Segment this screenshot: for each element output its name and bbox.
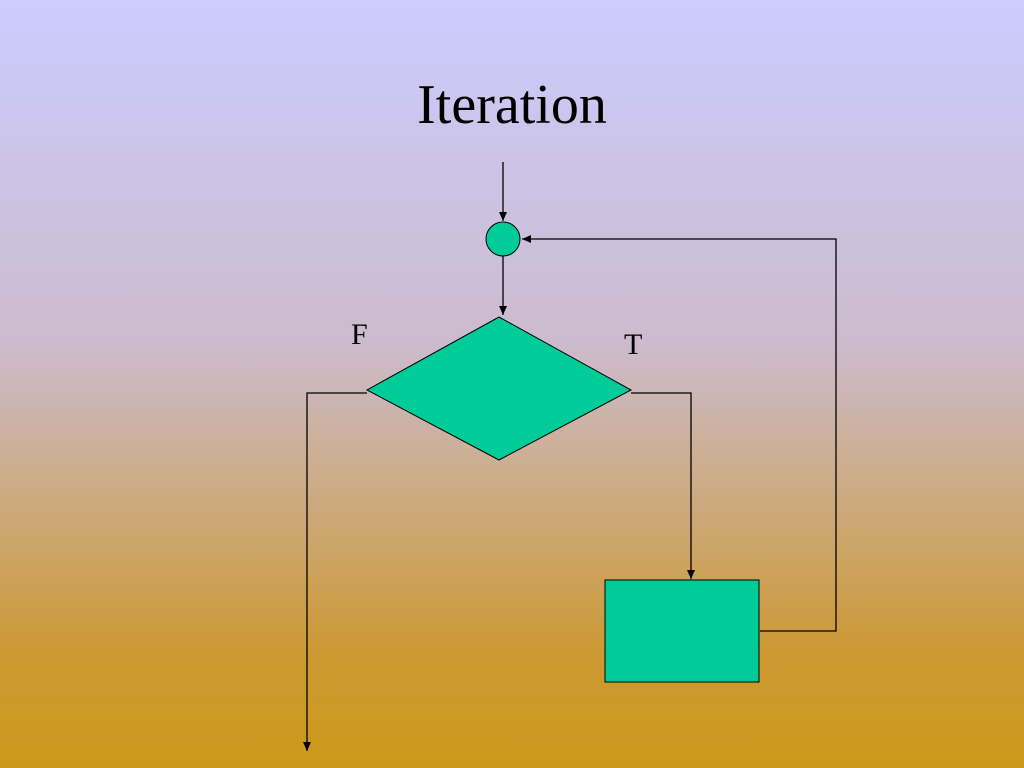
slide-title: Iteration [417, 74, 607, 136]
loop-back-arrow [522, 235, 837, 632]
false-branch-arrow [303, 392, 367, 751]
connector-circle [485, 221, 521, 257]
decision-diamond [365, 316, 633, 461]
true-label: T [624, 328, 642, 361]
false-label: F [351, 318, 368, 351]
true-branch-arrow [631, 392, 695, 579]
process-box [604, 579, 760, 683]
